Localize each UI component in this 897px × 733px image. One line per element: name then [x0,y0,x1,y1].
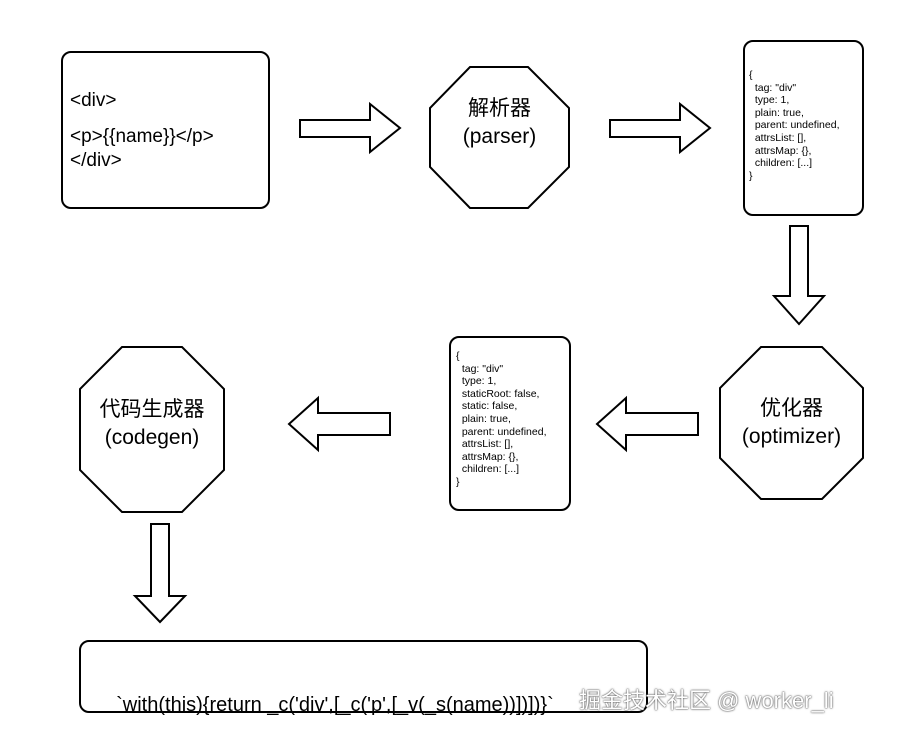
template-line: <div> [70,90,117,111]
arrow-template-to-parser [299,101,402,155]
optimizer-label-en: (optimizer) [741,425,842,448]
arrow-optimizer-to-ast [595,395,699,453]
ast-line: plain: true, [749,106,804,119]
ast-line: static: false, [456,400,518,413]
watermark: 掘金技术社区 @ worker_li [579,688,834,713]
ast-line: parent: undefined, [749,119,840,132]
codegen-label-cn: 代码生成器 [99,398,205,421]
ast-line: tag: "div" [749,81,797,94]
ast-line: } [456,475,460,488]
codegen-octagon [79,346,225,513]
ast-line: { [749,69,753,81]
template-line: </div> [70,150,122,171]
ast-line: attrsList: [], [749,131,807,144]
ast-line: attrsMap: {}, [749,144,812,157]
ast-line: attrsMap: {}, [456,450,519,463]
optimizer-label: 优化器 (optimizer) [720,395,863,451]
ast-line: children: [...] [749,157,813,170]
ast-line: tag: "div" [456,362,504,375]
template-line: <p>{{name}}</p> [70,126,214,147]
render-code-text: `with(this){return _c('div',[_c('p',[_v(… [116,694,554,716]
ast-line: { [456,350,460,362]
ast-initial-box: { tag: "div" type: 1, plain: true, paren… [743,40,864,216]
template-box: <div> <p>{{name}}</p> </div> [61,51,270,209]
arrow-ast-to-codegen [287,395,391,453]
codegen-label-en: (codegen) [104,426,200,449]
ast-line: type: 1, [456,375,497,388]
ast-line: attrsList: [], [456,438,514,451]
optimizer-octagon [719,346,864,500]
parser-label-en: (parser) [462,125,537,148]
ast-line: staticRoot: false, [456,387,540,400]
template-line [70,113,268,125]
parser-label-cn: 解析器 [468,97,531,120]
parser-octagon [429,66,570,209]
ast-optimized-box: { tag: "div" type: 1, staticRoot: false,… [449,336,571,511]
ast-line: } [749,169,753,182]
ast-line: type: 1, [749,94,790,107]
ast-line: plain: true, [456,412,511,425]
arrow-parser-to-ast [609,101,712,155]
ast-line: parent: undefined, [456,425,547,438]
render-code-box: `with(this){return _c('div',[_c('p',[_v(… [79,640,648,716]
parser-label: 解析器 (parser) [430,95,569,151]
ast-line: children: [...] [456,463,520,476]
optimizer-label-cn: 优化器 [760,397,823,420]
arrow-ast-to-optimizer [771,225,827,326]
arrow-codegen-to-render [132,523,188,624]
codegen-label: 代码生成器 (codegen) [80,396,224,452]
